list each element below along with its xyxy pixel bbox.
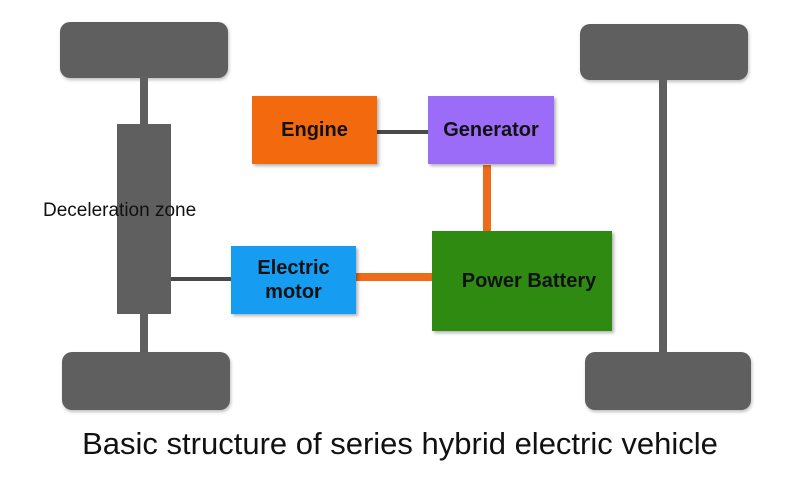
- power-battery-box: Power Battery: [432, 231, 612, 331]
- deceleration-zone-label: Deceleration zone: [43, 200, 197, 221]
- deceleration-zone-block: [117, 124, 171, 314]
- power-battery-label: Power Battery: [461, 270, 597, 292]
- engine-box: Engine: [252, 96, 377, 164]
- rear-left-wheel: [62, 352, 230, 410]
- electric-motor-label: Electric motor: [257, 257, 330, 303]
- generator-box: Generator: [428, 96, 554, 164]
- generator-battery-link: [483, 165, 491, 233]
- front-right-wheel: [580, 24, 748, 80]
- rear-right-wheel: [585, 352, 751, 410]
- engine-label: Engine: [281, 119, 348, 141]
- left-upper-shaft: [140, 78, 148, 124]
- front-left-wheel: [60, 22, 228, 78]
- electric-motor-box: Electric motor: [231, 246, 356, 314]
- generator-label: Generator: [443, 119, 539, 141]
- right-shaft: [659, 80, 667, 354]
- battery-motor-link: [356, 273, 434, 281]
- engine-generator-link: [377, 130, 429, 134]
- motor-deceleration-link: [171, 277, 232, 281]
- left-lower-shaft: [140, 314, 148, 354]
- diagram-title: Basic structure of series hybrid electri…: [82, 426, 718, 461]
